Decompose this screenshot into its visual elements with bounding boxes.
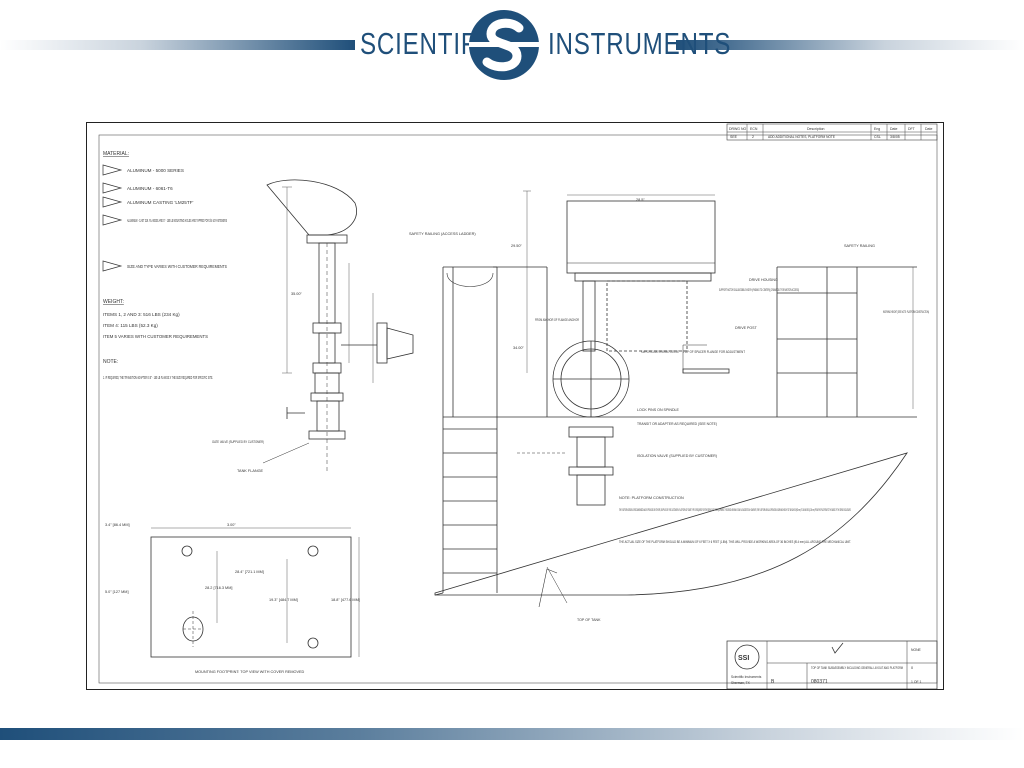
footprint-dim-3: 3.00" — [227, 523, 236, 527]
note-text: 1. IF REQUIRED, THE TRANSITION ADAPTER I… — [103, 375, 213, 380]
title-block: SSI Scientific Instruments Sherman, TX T… — [726, 640, 938, 689]
working-height-callout: WORKING HEIGHT (SEE NOTE: PLATFORM CONST… — [883, 310, 929, 314]
brand-name-right: INSTRUMENTS — [548, 26, 732, 61]
check-mark-icon — [831, 642, 844, 654]
footprint-dim-4: 28.4" [721.1 MM] — [235, 570, 264, 574]
top-of-tank-callout: TOP OF TANK — [577, 618, 601, 622]
drive-enclosure — [566, 200, 716, 274]
rev-header-date: Date — [890, 127, 897, 131]
footer-bar — [0, 728, 1024, 740]
flame-proof-callout: FLAME PROOF ENCLOSURE FOR EMERGENCY CONT… — [641, 350, 679, 354]
weight-line-2: ITEM 4: 115 LBS (52.3 Kg) — [103, 323, 158, 328]
weight-line-1: ITEMS 1, 2 AND 3: 516 LBS (234 Kg) — [103, 312, 180, 317]
title-block-drawing-no: 080371 — [811, 679, 828, 685]
platform-note-title: NOTE: PLATFORM CONSTRUCTION — [619, 496, 684, 500]
rev-header-drwg: DRWG NO — [729, 127, 747, 131]
note-title: NOTE: — [103, 359, 118, 365]
material-title: MATERIAL: — [103, 151, 129, 157]
note-section: NOTE: 1. IF REQUIRED, THE TRANSITION ADA… — [103, 359, 213, 380]
gate-valve-callout: GATE VALVE (SUPPLIED BY CUSTOMER) — [212, 440, 265, 444]
rev-cell-date: 3/8/05 — [890, 135, 900, 139]
safety-railing-left-callout: SAFETY RAILING (ACCESS LADDER) — [409, 232, 476, 236]
title-block-scale: NONE — [911, 648, 922, 652]
material-item-2: ALUMINUM - 6061-T6 — [127, 186, 173, 191]
rev-header-date2: Date — [925, 127, 932, 131]
weight-section: WEIGHT: ITEMS 1, 2 AND 3: 516 LBS (234 K… — [103, 299, 208, 339]
material-item-5: SIZE AND TYPE VARIES WITH CUSTOMER REQUI… — [127, 264, 227, 269]
material-item-3: ALUMINUM CASTING 'LM25TF' — [127, 200, 193, 205]
isolation-valve-callout: ISOLATION VALVE (SUPPLIED BY CUSTOMER) — [637, 454, 717, 458]
drive-housing-callout: DRIVE HOUSING — [749, 278, 778, 282]
weight-title: WEIGHT: — [103, 299, 124, 305]
platform-recess-callout: FROM ANCHOR OF FLANGE ANCHOR — [535, 318, 579, 322]
footprint-dim-2: 5.0" [127 MM] — [105, 590, 129, 594]
dim-left-stack: 35.00" — [291, 292, 303, 296]
material-symbol-4 — [102, 214, 123, 226]
mounting-footprint — [150, 527, 360, 658]
title-block-company-1: Scientific Instruments — [731, 675, 762, 679]
material-symbol-1 — [102, 164, 123, 176]
rev-header-eng: Eng — [874, 127, 880, 131]
rev-cell-eng: CSL — [874, 135, 881, 139]
rev-header-desc: Description — [807, 127, 825, 131]
platform-construction-note: NOTE: PLATFORM CONSTRUCTION THE PLATFORM… — [619, 496, 851, 544]
footprint-dim-5: 28.2 [716.3 MM] — [205, 586, 232, 590]
transit-flange-callout: TRANSIT OR ADAPTER AS REQUIRED (SEE NOTE… — [637, 422, 717, 426]
material-item-4: ALUMINUM - CAST 319. FLANGES ARE 5" - 15… — [127, 218, 227, 223]
title-block-size: B — [771, 679, 775, 685]
dim-width-top: 28.5" — [636, 198, 645, 202]
platform-note-p2: THE ACTUAL SIZE OF THE PLATFORM SHOULD B… — [619, 540, 851, 544]
title-block-company-2: Sherman, TX — [731, 681, 751, 685]
safety-railing-right-callout: SAFETY RAILING — [844, 244, 875, 248]
material-symbol-2 — [102, 182, 123, 194]
footprint-dim-6: 19.3" [484.7 MM] — [269, 598, 298, 602]
side-view-assembly — [262, 179, 414, 473]
revision-table: DRWG NO ECN Description Eng Date DFT Dat… — [726, 123, 938, 141]
footprint-dim-7: 18.8" [477.6 MM] — [331, 598, 360, 602]
rev-header-ecn: ECN — [750, 127, 758, 131]
rev-cell-drwg: SEE — [730, 135, 738, 139]
dim-height-lower: 34.00" — [513, 346, 525, 350]
rev-header-dft: DFT — [908, 127, 916, 131]
title-block-title: TOP OF TANK SUBASSEMBLY INCLUDING GENERA… — [811, 666, 903, 670]
engineering-drawing: DRWG NO ECN Description Eng Date DFT Dat… — [86, 122, 944, 690]
weight-line-3: ITEM 5 VARIES WITH CUSTOMER REQUIREMENTS — [103, 334, 208, 339]
material-item-1: ALUMINUM - 5000 SERIES — [127, 168, 184, 173]
rev-cell-desc: ADD ADDITIONAL NOTES, PLATFORM NOTE — [768, 135, 835, 139]
platform-note-p1: THE PLATFORM DESIGN IS RECOMMENDED AND I… — [619, 508, 851, 512]
rev-cell-ecn: 2 — [752, 135, 754, 139]
material-symbol-3 — [102, 196, 123, 208]
bottom-plate-callout: TOP OF SPACER FLANGE FOR ADJUSTMENT — [683, 350, 745, 354]
mounting-footprint-label: MOUNTING FOOTPRINT: TOP VIEW WITH COVER … — [195, 670, 305, 674]
header-bar-right — [676, 40, 1024, 50]
material-legend: MATERIAL: ALUMINUM - 5000 SERIES ALUMINU… — [102, 151, 227, 272]
company-logo — [469, 10, 539, 80]
material-symbol-5 — [102, 260, 123, 272]
tank-flange-callout: TANK FLANGE — [237, 469, 264, 473]
lock-pins-callout: LOCK PINS ON SPINDLE — [637, 408, 680, 412]
drive-post-callout: DRIVE POST — [735, 326, 758, 330]
support-motor-callout: SUPPORT MOTOR 3 ADJUSTABLE WIDTH (FINDIN… — [719, 288, 799, 292]
footprint-dim-1: 3.4" [86.4 MM] — [105, 523, 130, 527]
title-block-rev: 0 — [911, 666, 913, 670]
platform-structure — [434, 190, 917, 608]
title-block-logo-text: SSI — [738, 655, 749, 662]
dim-height-side: 29.50" — [511, 244, 523, 248]
drive-housing-shape — [266, 179, 357, 236]
header-bar-left — [0, 40, 355, 50]
title-block-sheet: 1 OF 1 — [911, 680, 921, 684]
